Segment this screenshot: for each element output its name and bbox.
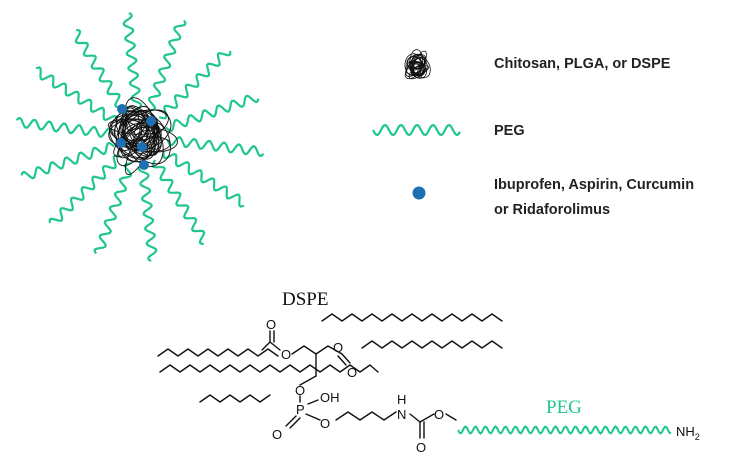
polymer-strand: [405, 56, 427, 77]
polymer-strand: [411, 61, 426, 77]
peg-chain: [158, 50, 232, 120]
dspe-peg-structure: DSPE PEG: [157, 289, 700, 455]
peg-chain: [166, 136, 264, 158]
nanoparticle: [16, 12, 264, 262]
wavy-chain-icon: [372, 123, 461, 137]
polymer-strand: [122, 111, 164, 168]
sn2-lower-chain: [361, 340, 503, 349]
tangled-polymer-icon: [404, 49, 431, 80]
legend: Chitosan, PLGA, or DSPE PEG Ibuprofen, A…: [372, 49, 694, 218]
drug-dot: [137, 142, 147, 152]
atom-o-ester2: O: [333, 340, 343, 355]
polymer-strand: [123, 127, 178, 153]
polymer-strand: [116, 125, 151, 167]
sn1-acyl-chain: [159, 364, 379, 373]
atom-o-peg-link: O: [434, 407, 444, 422]
sn1-lower-chain: [157, 348, 279, 357]
peg-chain: [20, 141, 115, 180]
polymer-strand: [409, 60, 423, 78]
drug-dot: [139, 160, 149, 170]
peg-chain: [162, 151, 245, 208]
drug-dot: [146, 116, 156, 126]
polymer-strand: [407, 55, 425, 76]
peg-chain: [137, 163, 158, 262]
peg-chain: [35, 66, 118, 123]
drug-dot: [116, 138, 126, 148]
drug-molecules: [116, 104, 156, 170]
polymer-core: [107, 97, 178, 175]
atom-h: H: [397, 392, 406, 407]
atom-o-carbamate: O: [416, 440, 426, 455]
peg-chain: [16, 116, 114, 138]
atom-o-carbonyl2: O: [347, 365, 357, 380]
peg-structure-label: PEG: [546, 397, 582, 418]
legend-drug-label-line1: Ibuprofen, Aspirin, Curcumin: [494, 177, 694, 193]
peg-chain: [93, 162, 133, 254]
atom-o-phosphate-ester: O: [295, 383, 305, 398]
polymer-strand: [409, 49, 424, 74]
sn1-tail: [199, 394, 271, 403]
atom-nh2: NH2: [676, 424, 700, 442]
peg-chain: [165, 94, 260, 133]
peg-chain: [457, 425, 672, 435]
peg-chain: [48, 154, 122, 224]
atom-oh: OH: [320, 390, 340, 405]
atom-n: N: [397, 407, 406, 422]
polymer-strand: [119, 122, 157, 163]
dspe-label: DSPE: [282, 289, 328, 310]
peg-chain: [147, 20, 187, 112]
atom-p: P: [296, 402, 305, 417]
atom-o-bridge: O: [320, 416, 330, 431]
skeletal-bonds: [157, 313, 503, 439]
atom-o-ester1: O: [281, 347, 291, 362]
peg-chain: [74, 29, 129, 115]
legend-core-label: Chitosan, PLGA, or DSPE: [494, 56, 671, 72]
polymer-strand: [107, 118, 164, 135]
peg-chain: [122, 12, 143, 111]
sn2-acyl-chain: [321, 313, 503, 322]
peg-chains: [16, 12, 264, 262]
atom-o-carbonyl1: O: [266, 317, 276, 332]
ethanolamine-linker: [335, 411, 397, 421]
polymer-strand: [410, 63, 422, 76]
dot-icon: [412, 186, 426, 200]
legend-drug-label-line2: or Ridaforolimus: [494, 202, 610, 218]
drug-dot: [117, 104, 127, 114]
peg-chain: [151, 159, 206, 245]
ester1-bond: [261, 341, 281, 351]
legend-peg-label: PEG: [494, 123, 525, 139]
atom-o-double: O: [272, 427, 282, 442]
